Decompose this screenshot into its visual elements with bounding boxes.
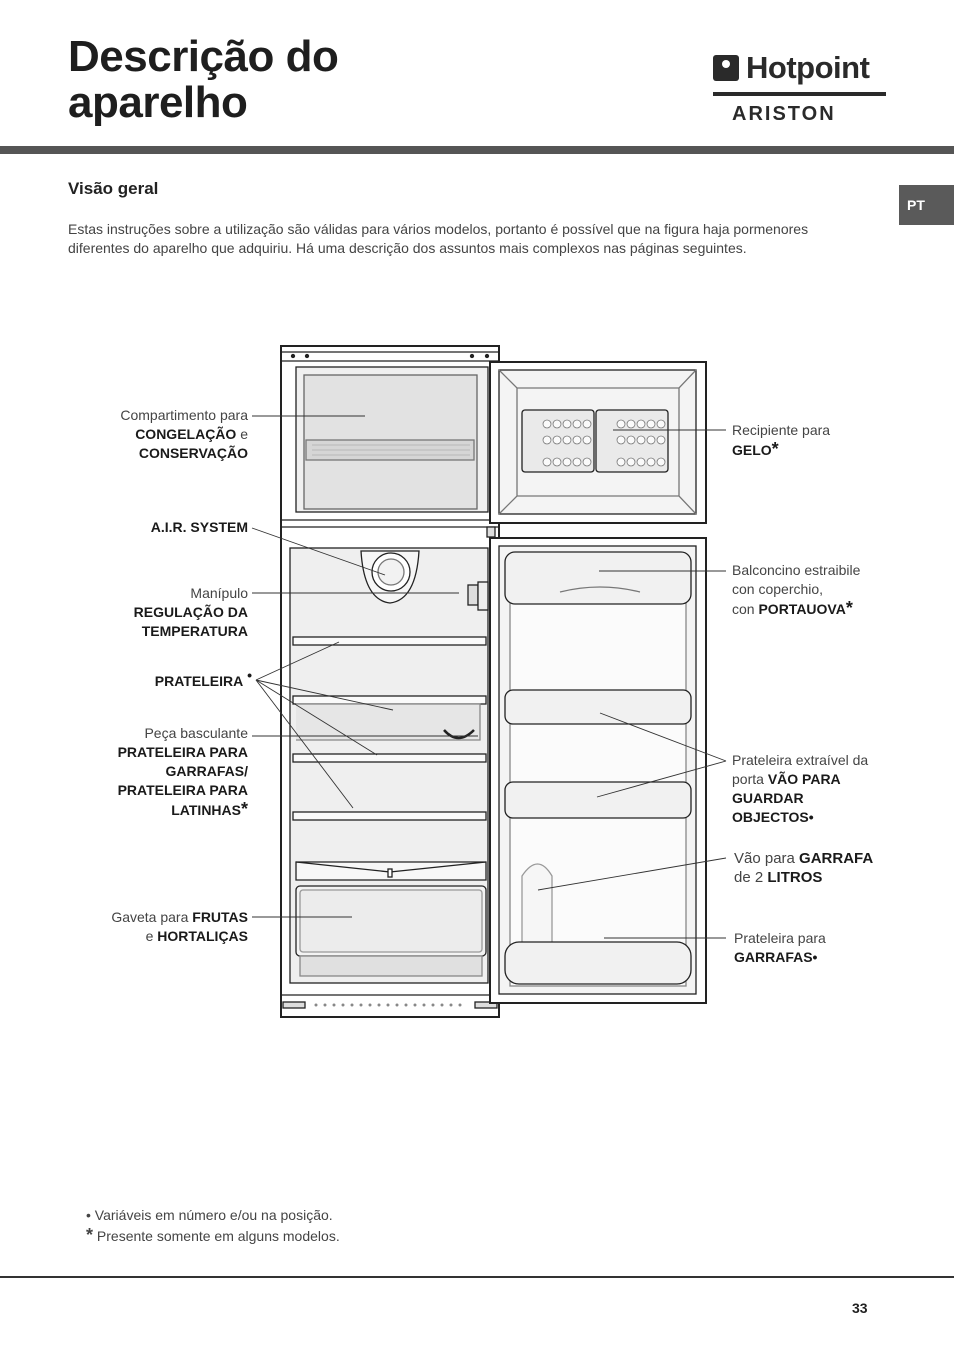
label-door-shelf: Prateleira extraível da porta VÃO PARA G…: [732, 751, 868, 827]
label-mark: *: [771, 439, 779, 459]
section-heading: Visão geral: [68, 179, 159, 198]
label-text: e: [236, 426, 248, 442]
label-text: con: [732, 601, 759, 617]
brand-subname: ARISTON: [732, 103, 836, 125]
label-text: e: [145, 928, 158, 944]
egg-balcony: [504, 551, 692, 605]
asterisk-icon: *: [86, 1225, 94, 1245]
footnote-text: Variáveis em número e/ou na posição.: [94, 1207, 333, 1223]
label-text: PRATELEIRA PARA: [117, 744, 248, 760]
label-shelf: PRATELEIRA •: [154, 667, 252, 691]
footer-rule: [0, 1276, 954, 1278]
label-freezer-compartment: Compartimento para CONGELAÇÃO e CONSERVA…: [120, 406, 248, 463]
footnote-variable: • Variáveis em número e/ou na posição.: [86, 1205, 340, 1225]
page-title-line1: Descrição do: [68, 32, 339, 81]
label-text: LATINHAS: [171, 802, 241, 818]
label-mark: *: [845, 598, 853, 618]
label-temperature-knob: Manípulo REGULAÇÃO DA TEMPERATURA: [134, 584, 248, 641]
label-text: GARRAFA: [799, 850, 874, 867]
label-tilt-shelf: Peça basculante PRATELEIRA PARA GARRAFAS…: [118, 724, 248, 820]
page-number: 33: [852, 1300, 868, 1316]
label-text: Prateleira para: [734, 930, 826, 946]
header-bar: [0, 146, 954, 154]
door-shelf-2: [504, 781, 692, 819]
label-text: CONGELAÇÃO: [135, 426, 237, 442]
bottle-shelf: [504, 941, 692, 985]
label-text: con coperchio,: [732, 581, 824, 597]
label-ice-container: Recipiente para GELO*: [732, 421, 830, 460]
label-text: GELO: [732, 442, 772, 458]
label-text: HORTALIÇAS: [157, 928, 248, 944]
label-text: OBJECTOS•: [732, 809, 814, 825]
label-text: GARRAFAS/: [165, 763, 248, 779]
label-mark: •: [247, 667, 252, 683]
label-text: GUARDAR: [732, 790, 804, 806]
bottle-2l-space: [521, 863, 553, 951]
label-bottle-shelf: Prateleira para GARRAFAS•: [734, 929, 826, 967]
label-text: TEMPERATURA: [141, 623, 248, 639]
bullet-icon: •: [86, 1207, 91, 1223]
label-text: PRATELEIRA PARA: [117, 782, 248, 798]
brand-divider: [713, 92, 886, 96]
label-2l-bottle: Vão para GARRAFA de 2 LITROS: [734, 849, 873, 887]
language-tab: PT: [899, 185, 954, 225]
label-text: porta: [732, 771, 768, 787]
label-text: Prateleira extraível da: [732, 752, 869, 768]
door-shelf-1: [504, 689, 692, 725]
label-text: de 2: [734, 869, 768, 886]
footnote-text: Presente somente em alguns modelos.: [96, 1228, 340, 1244]
intro-paragraph: Estas instruções sobre a utilização são …: [68, 221, 809, 256]
label-egg-balcony: Balconcino estraibile con coperchio, con…: [732, 561, 860, 619]
label-text: Vão para: [734, 850, 800, 867]
page-title-line2: aparelho: [68, 78, 248, 127]
label-text: Compartimento para: [120, 407, 248, 423]
label-text: A.I.R. SYSTEM: [150, 519, 248, 535]
label-text: Manípulo: [190, 585, 248, 601]
label-text: CONSERVAÇÃO: [138, 445, 248, 461]
label-text: Peça basculante: [144, 725, 248, 741]
label-text: Balconcino estraibile: [732, 562, 861, 578]
label-air-system: A.I.R. SYSTEM: [151, 518, 248, 537]
label-text: REGULAÇÃO DA: [133, 604, 248, 620]
label-text: VÃO PARA: [767, 771, 841, 787]
label-text: GARRAFAS•: [734, 949, 818, 965]
brand-mark-icon: [713, 55, 739, 81]
footnotes: • Variáveis em número e/ou na posição. *…: [86, 1205, 340, 1246]
label-text: Gaveta para: [111, 909, 193, 925]
label-text: PORTAUOVA: [758, 601, 846, 617]
label-text: LITROS: [767, 869, 823, 886]
label-text: PRATELEIRA: [154, 673, 244, 689]
footnote-optional: * Presente somente em alguns modelos.: [86, 1225, 340, 1246]
label-text: Recipiente para: [732, 422, 831, 438]
brand-logo: Hotpoint ARISTON: [712, 50, 890, 130]
label-text: FRUTAS: [192, 909, 248, 925]
label-mark: *: [240, 799, 248, 819]
brand-name: Hotpoint: [746, 50, 870, 85]
page-title: Descrição do aparelho: [68, 32, 339, 127]
label-crisper-drawer: Gaveta para FRUTAS e HORTALIÇAS: [111, 908, 248, 946]
